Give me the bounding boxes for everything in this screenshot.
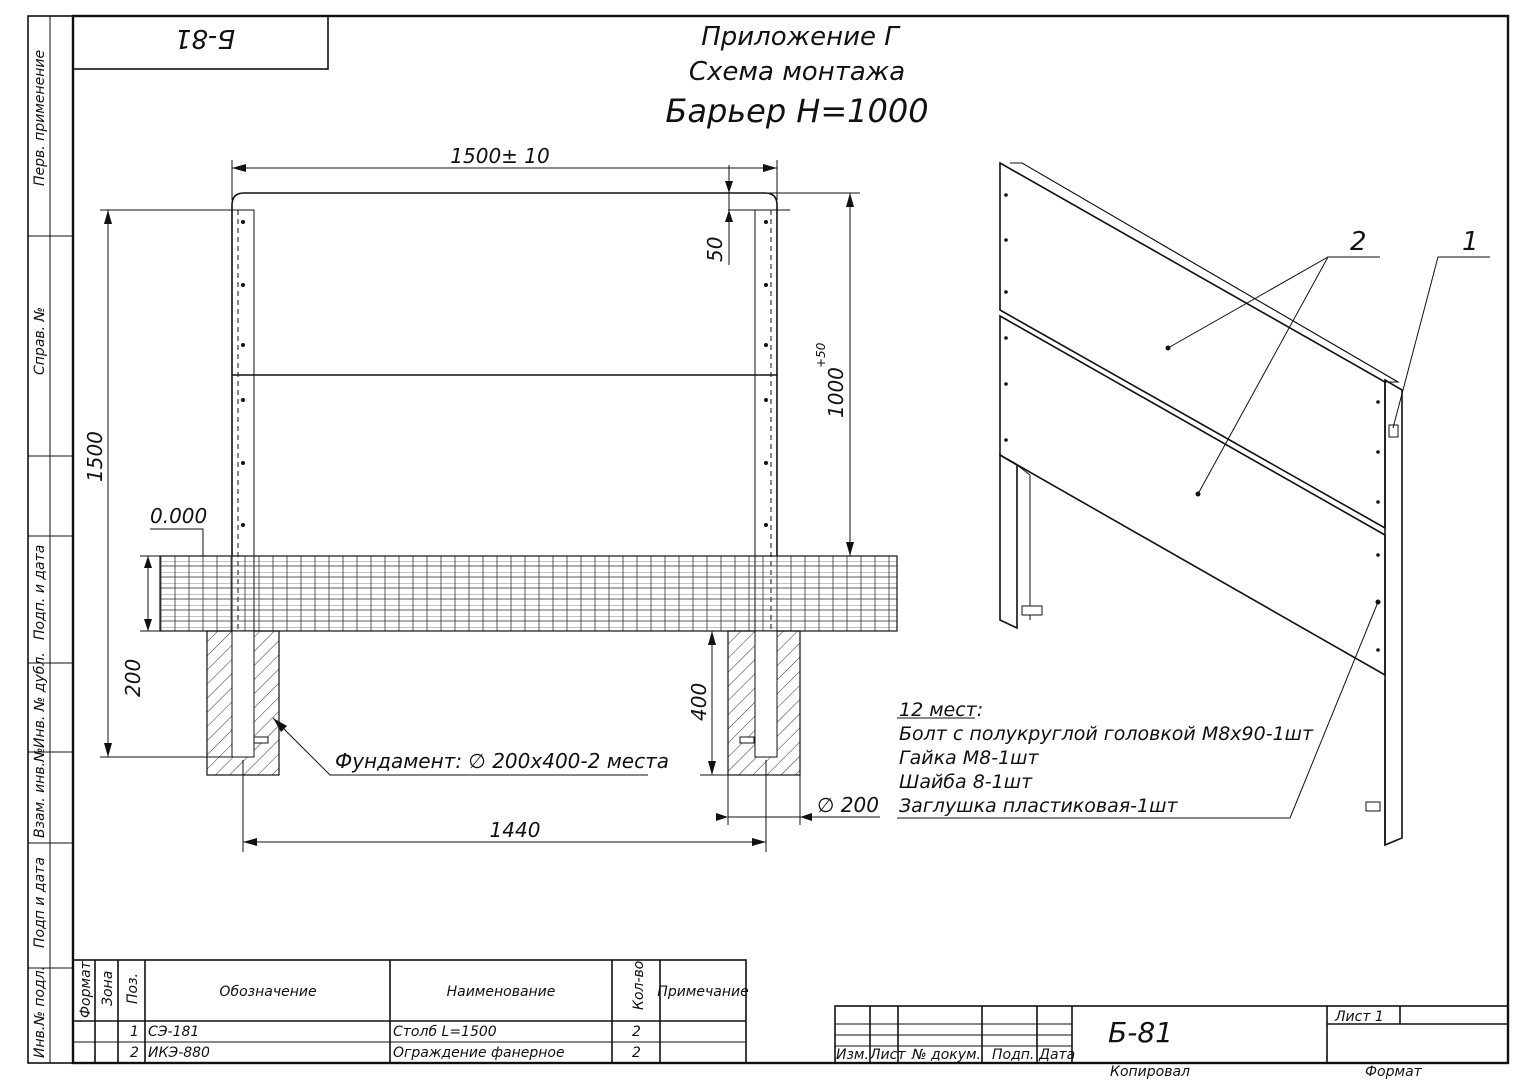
tb-col-sign: Подп. [992, 1047, 1034, 1063]
tb-col-izm: Изм. [836, 1047, 869, 1063]
tb-col-doc: № докум. [911, 1047, 981, 1063]
tb-col-list: Лист [869, 1047, 906, 1063]
header-line3: Барьер H=1000 [665, 92, 928, 130]
front-view [159, 192, 898, 776]
isometric-view [897, 161, 1490, 847]
dim-height-tolerance: +50 [814, 342, 828, 368]
dim-plank-gap: 50 [703, 237, 727, 262]
fasteners-title: 12 мест: [899, 699, 983, 721]
header-line1: Приложение Г [701, 22, 901, 52]
side-label-3: Подп. и дата [32, 545, 48, 640]
spec-header-name: Наименование [447, 984, 556, 1000]
spec-header-pos: Поз. [125, 973, 141, 1004]
spec-row-pos: 1 [130, 1024, 139, 1040]
dim-height-total: 1500 [83, 431, 107, 482]
dim-width-top: 1500± 10 [450, 144, 549, 168]
fasteners-note: 12 мест: Болт с полукруглой головкой М8х… [899, 699, 1314, 817]
fastener-line: Заглушка пластиковая-1шт [899, 795, 1179, 817]
sheet-frame [71, 14, 1510, 1065]
spec-row-qty: 2 [632, 1045, 641, 1061]
spec-row-designation: СЭ-181 [148, 1024, 199, 1040]
top-stamp-code: Б-81 [175, 23, 235, 53]
tb-code: Б-81 [1108, 1016, 1173, 1049]
dim-foundation-depth: 400 [687, 683, 711, 721]
dim-height-barrier: 1000 [824, 367, 848, 418]
dim-foundation-diam: ∅ 200 [817, 793, 879, 817]
fastener-line: Гайка М8-1шт [899, 747, 1040, 769]
side-label-6: Подп и дата [32, 857, 48, 948]
tb-format: Формат [1365, 1064, 1423, 1080]
top-stamp-box [72, 15, 329, 70]
tb-copied: Копировал [1110, 1064, 1190, 1080]
foundation-note: Фундамент: ∅ 200x400-2 места [335, 749, 669, 773]
dimensions [100, 160, 880, 852]
spec-row-designation: ИКЭ-880 [148, 1045, 210, 1061]
dim-ground-depth: 200 [121, 659, 145, 697]
callout-pos2: 2 [1350, 227, 1367, 257]
dim-level: 0.000 [150, 504, 207, 528]
side-label-5: Взам. инв.№ [32, 747, 48, 838]
fastener-line: Шайба 8-1шт [899, 771, 1033, 793]
dim-post-spacing: 1440 [490, 818, 541, 842]
title-block: Изм. Лист № докум. Подп. Дата Лист 1 Коп… [834, 1005, 1509, 1080]
spec-row-qty: 2 [632, 1024, 641, 1040]
header-line2: Схема монтажа [689, 57, 905, 87]
spec-table: Формат Зона Поз. Обозначение Наименовани… [72, 959, 749, 1064]
spec-row-name: Столб L=1500 [393, 1024, 497, 1040]
fastener-line: Болт с полукруглой головкой М8х90-1шт [899, 723, 1314, 745]
dim-arrows [104, 164, 854, 846]
spec-header-designation: Обозначение [219, 984, 316, 1000]
callout-pos1: 1 [1462, 227, 1479, 257]
spec-row-name: Ограждение фанерное [393, 1045, 565, 1061]
side-label-2: Справ. № [32, 307, 48, 375]
tb-sheet: Лист 1 [1334, 1009, 1384, 1025]
spec-header-format: Формат [78, 960, 94, 1018]
spec-header-note: Примечание [657, 984, 748, 1000]
side-label-7: Инв.№ подл. [32, 966, 48, 1058]
tb-col-date: Дата [1038, 1047, 1075, 1063]
spec-row-pos: 2 [130, 1045, 139, 1061]
spec-header-zone: Зона [100, 971, 116, 1006]
side-label-4: Инв. № дубл. [32, 652, 48, 748]
spec-header-qty: Кол-во [631, 961, 647, 1010]
side-label-1: Перв. применение [32, 50, 48, 186]
